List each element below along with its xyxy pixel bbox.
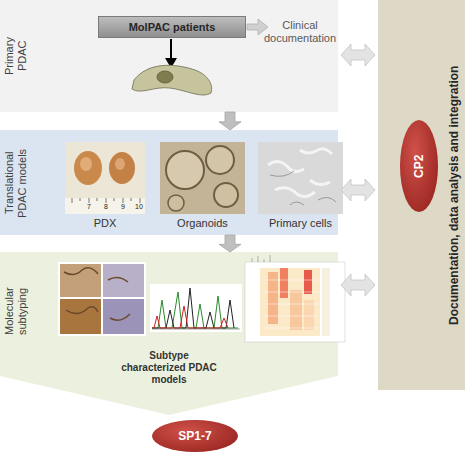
organoid-photo bbox=[160, 142, 245, 214]
stage-band: Molecular subtypingSubtype characterized… bbox=[0, 252, 338, 415]
art-shape bbox=[268, 149, 332, 197]
pancreas-illustration bbox=[132, 65, 212, 95]
art-shape bbox=[270, 171, 336, 205]
node-text: MolPAC patients bbox=[99, 21, 245, 33]
node-text: SP1-7 bbox=[152, 429, 238, 443]
art-shape bbox=[152, 292, 238, 328]
sample-arrow bbox=[165, 39, 177, 68]
art-shape bbox=[115, 158, 125, 170]
art-shape bbox=[58, 262, 146, 336]
art-shape bbox=[103, 264, 144, 297]
flow-arrow bbox=[341, 179, 375, 201]
cohort-box: MolPAC patients bbox=[98, 16, 246, 38]
project-ellipse: CP2 bbox=[400, 120, 438, 212]
art-shape bbox=[152, 288, 234, 328]
art-shape bbox=[65, 198, 145, 214]
art-shape bbox=[245, 262, 345, 342]
art-shape bbox=[60, 264, 101, 297]
platform-box: Documentation, data analysis and integra… bbox=[378, 0, 465, 390]
art-shape bbox=[165, 58, 177, 68]
art-shape bbox=[290, 290, 302, 330]
node-text: Subtype characterized PDAC models bbox=[119, 350, 219, 386]
flow-arrow bbox=[341, 44, 375, 66]
stage-band: Translational PDAC models bbox=[0, 130, 338, 235]
stage-band: Primary PDAC MolPAC patients bbox=[0, 0, 338, 112]
art-shape bbox=[152, 306, 228, 328]
art-shape bbox=[152, 329, 240, 330]
node-text: Molecular subtyping bbox=[3, 276, 29, 346]
project-ellipse: SP1-7 bbox=[152, 420, 238, 452]
band-shape bbox=[0, 252, 338, 415]
art-shape bbox=[132, 65, 212, 95]
art-shape bbox=[150, 284, 242, 332]
art-shape bbox=[80, 157, 92, 171]
art-shape bbox=[166, 151, 204, 189]
art-shape bbox=[65, 142, 145, 214]
art-shape bbox=[157, 71, 173, 83]
art-shape bbox=[260, 268, 320, 336]
flow-arrow bbox=[219, 112, 241, 130]
art-shape bbox=[268, 272, 278, 324]
node-text: CP2 bbox=[413, 126, 426, 206]
node-text: Translational PDAC models bbox=[3, 141, 29, 225]
art-shape bbox=[214, 183, 238, 207]
node-text: Primary PDAC bbox=[3, 30, 29, 82]
cell-photo bbox=[258, 142, 343, 214]
doc-arrow bbox=[247, 19, 268, 35]
band-outline bbox=[0, 252, 338, 415]
node-text: Documentation, data analysis and integra… bbox=[448, 5, 461, 385]
flow-arrow bbox=[219, 235, 241, 252]
art-shape bbox=[258, 142, 343, 214]
art-shape bbox=[160, 142, 245, 214]
art-shape bbox=[74, 151, 102, 185]
art-shape bbox=[72, 198, 140, 203]
art-shape bbox=[64, 268, 130, 321]
art-shape bbox=[103, 299, 144, 334]
pdx-photo bbox=[65, 142, 145, 214]
sequence-chromatogram bbox=[150, 284, 242, 332]
art-shape bbox=[252, 255, 270, 262]
art-shape bbox=[262, 280, 318, 328]
art-shape bbox=[109, 152, 135, 184]
art-shape bbox=[168, 195, 184, 211]
art-shape bbox=[170, 39, 172, 60]
art-shape bbox=[322, 268, 330, 336]
art-shape bbox=[304, 270, 312, 294]
art-shape bbox=[280, 268, 288, 298]
art-shape bbox=[206, 146, 234, 174]
expression-heatmap bbox=[245, 255, 345, 342]
art-shape bbox=[304, 300, 314, 330]
flow-arrow bbox=[341, 274, 375, 296]
art-shape bbox=[60, 299, 101, 334]
ihc-images bbox=[58, 262, 146, 336]
